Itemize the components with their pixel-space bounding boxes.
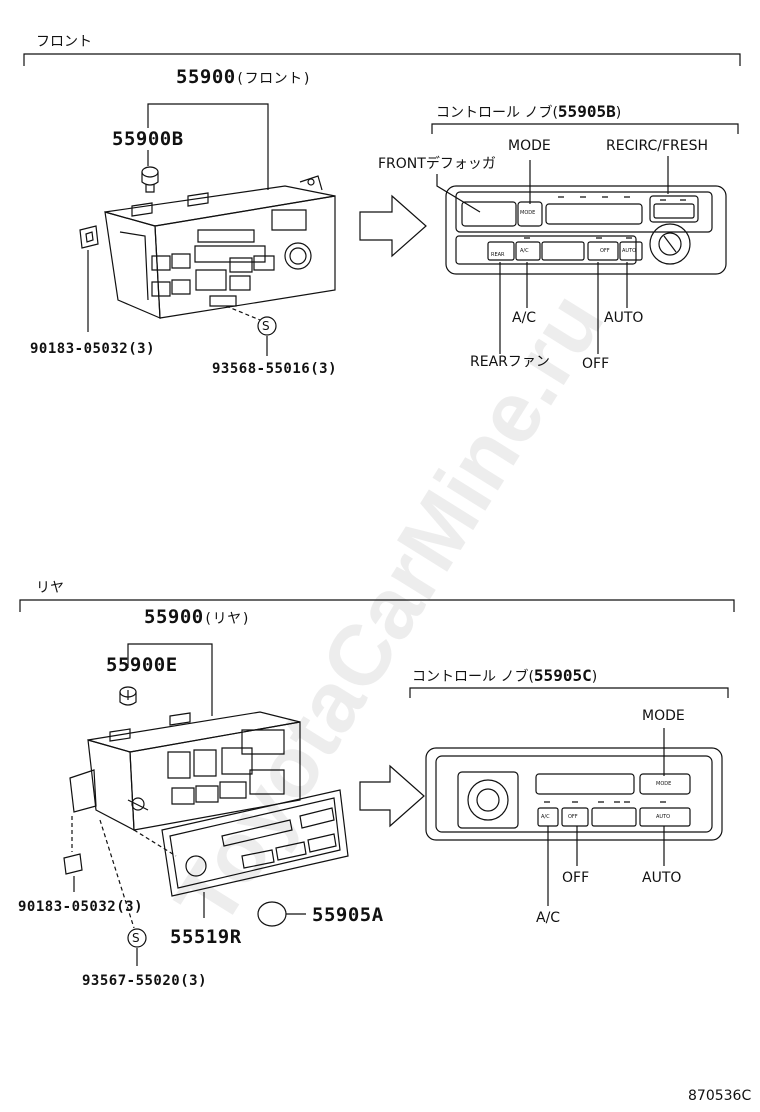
rear-button-ac-text: A/C xyxy=(541,814,550,820)
front-section-bracket xyxy=(23,53,741,66)
front-button-off-text: OFF xyxy=(600,248,610,254)
callout-front-defogger: FRONTデフォッガ xyxy=(378,156,496,172)
rear-knob-group-label: コントロール ノブ(55905C) xyxy=(412,666,598,686)
rear-transition-arrow xyxy=(359,764,425,828)
front-clip-drawing xyxy=(79,225,99,249)
front-screw-symbol-circle xyxy=(257,316,277,336)
rear-button-mode-text: MODE xyxy=(656,781,672,787)
part-number-rear-screw: 93567-55020(3) xyxy=(82,973,208,989)
front-assembly-pn: 55900 xyxy=(176,66,236,88)
front-unit-drawing xyxy=(104,175,336,319)
front-section-label: フロント xyxy=(36,34,92,50)
rear-assembly-suffix: (リヤ) xyxy=(203,611,251,627)
knob-55900e-drawing xyxy=(119,686,137,706)
rear-assembly-pn: 55900 xyxy=(144,606,204,628)
front-assembly-part-number: 55900(フロント) xyxy=(176,66,312,88)
rear-knob-group-prefix: コントロール ノブ( xyxy=(412,669,534,685)
rear-knob-group-pn: 55905C xyxy=(533,666,592,685)
part-number-55905a: 55905A xyxy=(312,904,384,926)
callout-front-mode: MODE xyxy=(508,138,551,154)
callout-rear-mode: MODE xyxy=(642,708,685,724)
rear-face-panel-drawing xyxy=(161,789,349,918)
callout-rear-off: OFF xyxy=(562,870,590,886)
part-number-55900e: 55900E xyxy=(106,654,178,676)
front-knob-group-prefix: コントロール ノブ( xyxy=(436,105,558,121)
part-number-55900b: 55900B xyxy=(112,128,184,150)
front-knob-group-close: ) xyxy=(615,105,622,121)
front-control-panel-drawing xyxy=(445,185,727,275)
front-transition-arrow xyxy=(359,194,427,258)
drawing-code: 870536C xyxy=(688,1088,752,1104)
front-button-rear-text: REAR xyxy=(491,252,505,258)
front-knob-group-label: コントロール ノブ(55905B) xyxy=(436,102,622,122)
knob-55900b-drawing xyxy=(141,166,159,193)
callout-front-ac: A/C xyxy=(512,310,537,326)
rear-button-off-text: OFF xyxy=(568,814,578,820)
part-number-front-clip: 90183-05032(3) xyxy=(30,341,156,357)
front-button-auto-text: AUTO xyxy=(622,248,637,254)
part-number-55519r: 55519R xyxy=(170,926,242,948)
front-screw-symbol: S xyxy=(262,319,270,333)
rear-button-auto-text: AUTO xyxy=(656,814,671,820)
callout-front-rear-fan: REARファン xyxy=(470,354,550,370)
rear-screw-symbol: S xyxy=(132,931,140,945)
rear-knob-group-close: ) xyxy=(591,669,598,685)
rear-control-panel-drawing xyxy=(425,747,723,841)
front-knob-group-pn: 55905B xyxy=(557,102,616,121)
rear-assembly-bracket xyxy=(127,643,213,716)
rear-screw-symbol-circle xyxy=(127,928,147,948)
front-assembly-suffix: (フロント) xyxy=(235,71,312,87)
part-number-rear-clip: 90183-05032(3) xyxy=(18,899,144,915)
callout-front-off: OFF xyxy=(582,356,610,372)
front-button-mode-text: MODE xyxy=(520,210,536,216)
rear-section-label: リヤ xyxy=(36,580,64,596)
knob-55905a-drawing xyxy=(257,901,306,927)
part-number-front-screw: 93568-55016(3) xyxy=(212,361,338,377)
callout-rear-ac: A/C xyxy=(536,910,561,926)
rear-section-bracket xyxy=(19,599,735,612)
rear-assembly-part-number: 55900(リヤ) xyxy=(144,606,251,628)
callout-rear-auto: AUTO xyxy=(642,870,682,886)
front-button-ac-text: A/C xyxy=(520,248,529,254)
front-assembly-bracket xyxy=(147,103,269,190)
callout-front-auto: AUTO xyxy=(604,310,644,326)
callout-front-recirc: RECIRC/FRESH xyxy=(606,138,709,154)
